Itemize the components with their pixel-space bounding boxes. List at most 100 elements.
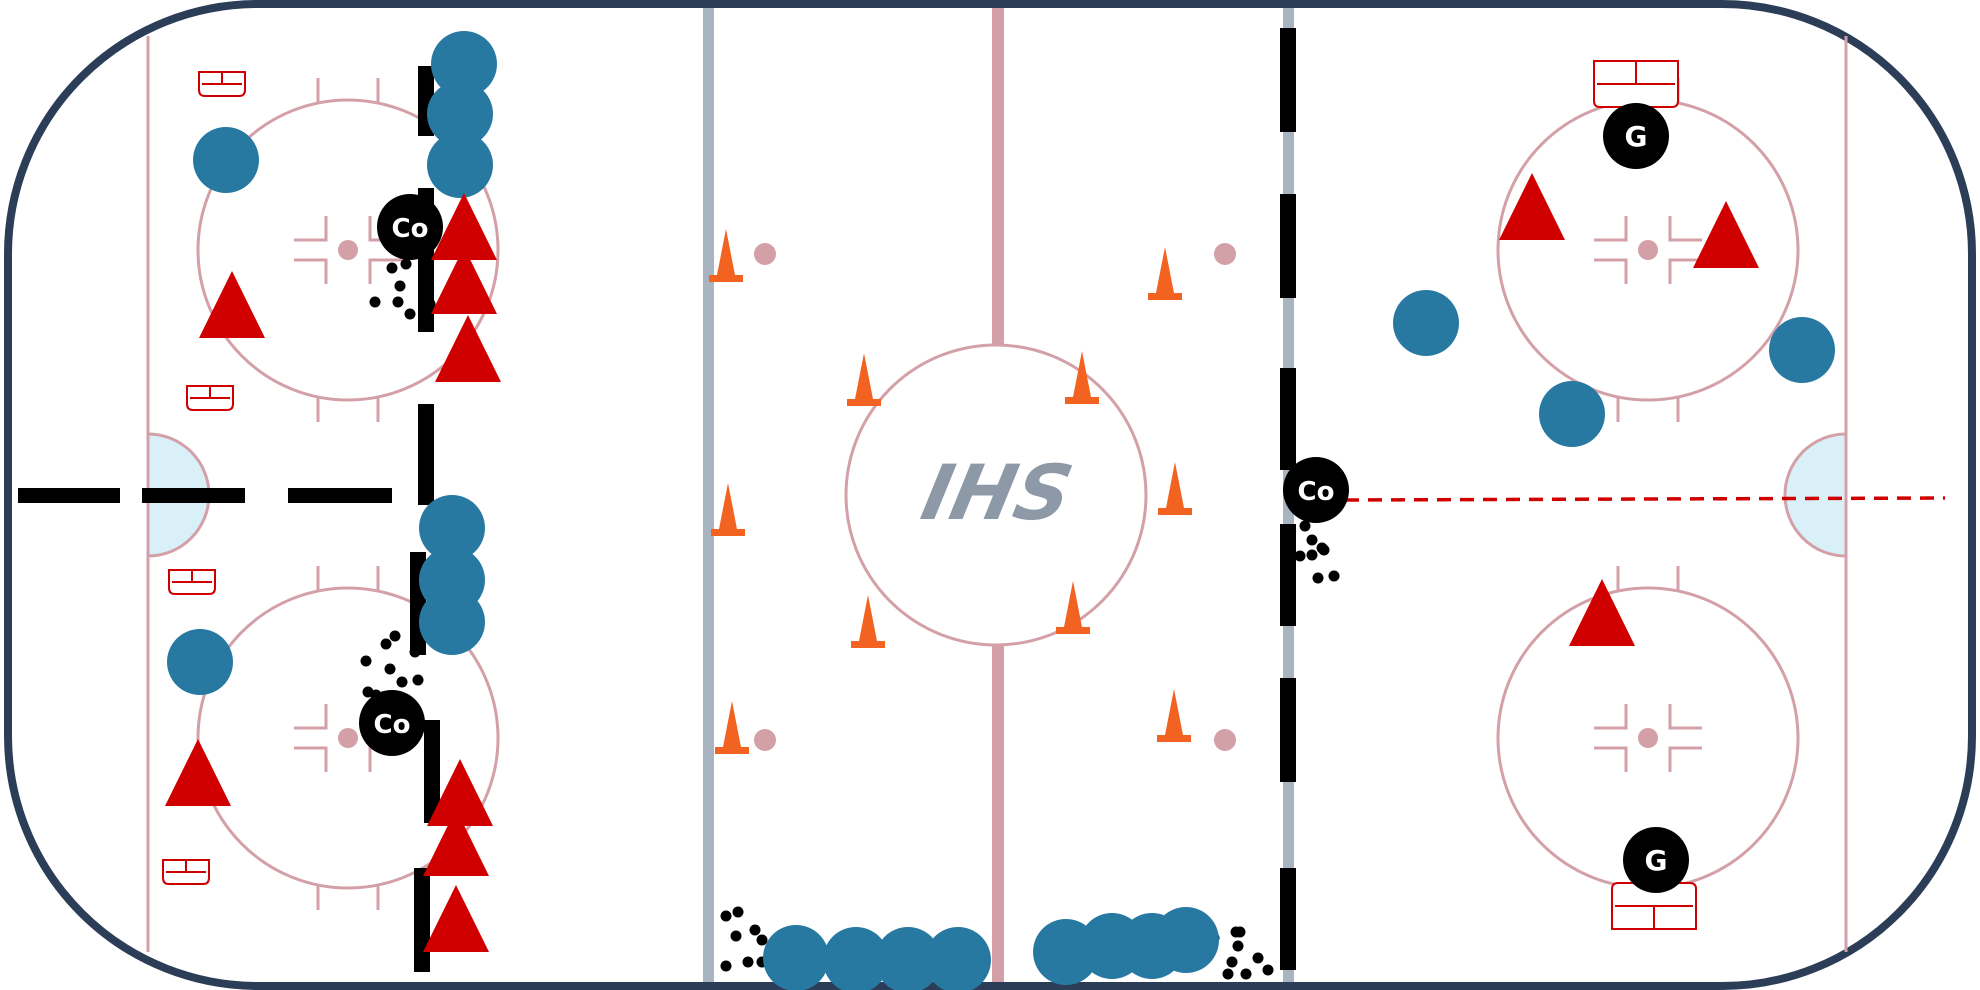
barrier-bar [1280, 868, 1296, 970]
cone-icon [1157, 689, 1191, 742]
puck-icon [409, 646, 421, 658]
blue-player-icon [427, 81, 493, 147]
faceoff-dot [1214, 243, 1236, 265]
cone-base [1065, 397, 1099, 404]
faceoff-dot [754, 729, 776, 751]
puck-icon [756, 934, 768, 946]
puck-icon [360, 655, 372, 667]
faceoff-dot [338, 728, 358, 748]
blue-players [167, 31, 1835, 990]
goalie-marker: G [1623, 827, 1689, 893]
faceoff-circle [196, 98, 500, 402]
puck-icon [404, 308, 416, 320]
faceoff-circle-group [196, 78, 500, 422]
puck-icon [720, 960, 732, 972]
faceoff-dot [338, 240, 358, 260]
cone-base [1157, 735, 1191, 742]
cone-body [1156, 247, 1174, 293]
red-player-icon [1693, 201, 1759, 268]
cone-base [1148, 293, 1182, 300]
cone-icon [709, 229, 743, 282]
puck-icon [392, 296, 404, 308]
cone-base [851, 641, 885, 648]
cone-body [1073, 351, 1091, 397]
red-player-icon [423, 885, 489, 952]
puck-icon [394, 280, 406, 292]
puck-icon [384, 663, 396, 675]
puck-icon [412, 674, 424, 686]
net-icon [1593, 60, 1679, 108]
center-logo: IHS [914, 450, 1079, 538]
barrier-bar [1280, 28, 1296, 132]
blue-player-icon [925, 927, 991, 990]
cone-body [723, 701, 741, 747]
goalie-circle [1603, 103, 1669, 169]
net-icon [186, 385, 234, 411]
puck-icon [1234, 926, 1246, 938]
puck-icon [369, 296, 381, 308]
coach-label: Co [1298, 477, 1335, 507]
net-icon [198, 71, 246, 97]
barrier-dash [18, 488, 120, 503]
puck-icon [720, 910, 732, 922]
red-players [165, 173, 1759, 952]
cone-body [717, 229, 735, 275]
barrier-dash [288, 488, 392, 503]
blue-player-icon [763, 925, 829, 990]
nets [162, 60, 1697, 930]
coach-circle [1283, 457, 1349, 523]
blue-player-icon [427, 132, 493, 198]
blue-player-icon [167, 629, 233, 695]
puck-icon [1232, 940, 1244, 952]
coach-label: Co [392, 214, 429, 244]
puck-icon [1306, 549, 1318, 561]
red-player-icon [431, 193, 497, 260]
puck-icon [1328, 570, 1340, 582]
coach-circle [377, 194, 443, 260]
center-circle [844, 343, 1148, 647]
puck-icon [1312, 572, 1324, 584]
goalie-circle [1623, 827, 1689, 893]
goalie-label: G [1645, 844, 1668, 877]
barrier-bar [1280, 678, 1296, 782]
cone-base [709, 275, 743, 282]
cone-icon [847, 353, 881, 406]
neutral-zone-dots [754, 243, 1236, 751]
pass-line [1344, 496, 1946, 502]
cone-body [1165, 689, 1183, 735]
puck-icon [1240, 968, 1252, 980]
puck-icon [732, 906, 744, 918]
blue-player-icon [431, 31, 497, 97]
puck-icon [386, 262, 398, 274]
blue-player-icon [1769, 317, 1835, 383]
blue-player-icon [1393, 290, 1459, 356]
faceoff-dot [754, 243, 776, 265]
blue-player-icon [419, 589, 485, 655]
puck-icon [400, 258, 412, 270]
coach-label: Co [374, 710, 411, 740]
coach-marker: Co [377, 194, 443, 260]
red-player-icon [165, 739, 231, 806]
cones [709, 229, 1192, 754]
red-player-icon [1569, 579, 1635, 646]
hash-marks [294, 78, 402, 422]
faceoff-dot [1638, 728, 1658, 748]
puck-icon [1299, 520, 1311, 532]
red-player-icon [1499, 173, 1565, 240]
cone-icon [1056, 581, 1090, 634]
faceoff-dot [1214, 729, 1236, 751]
puck-icon [742, 956, 754, 968]
blue-player-icon [419, 495, 485, 561]
red-player-icon [431, 247, 497, 314]
blue-player-icon [875, 927, 941, 990]
cone-base [715, 747, 749, 754]
puck-icon [1226, 956, 1238, 968]
puck-icon [1294, 550, 1306, 562]
cone-icon [711, 483, 745, 536]
puck-icon [396, 676, 408, 688]
barrier-bar [418, 404, 434, 505]
coach-marker: Co [359, 690, 425, 756]
puck-icon [730, 930, 742, 942]
